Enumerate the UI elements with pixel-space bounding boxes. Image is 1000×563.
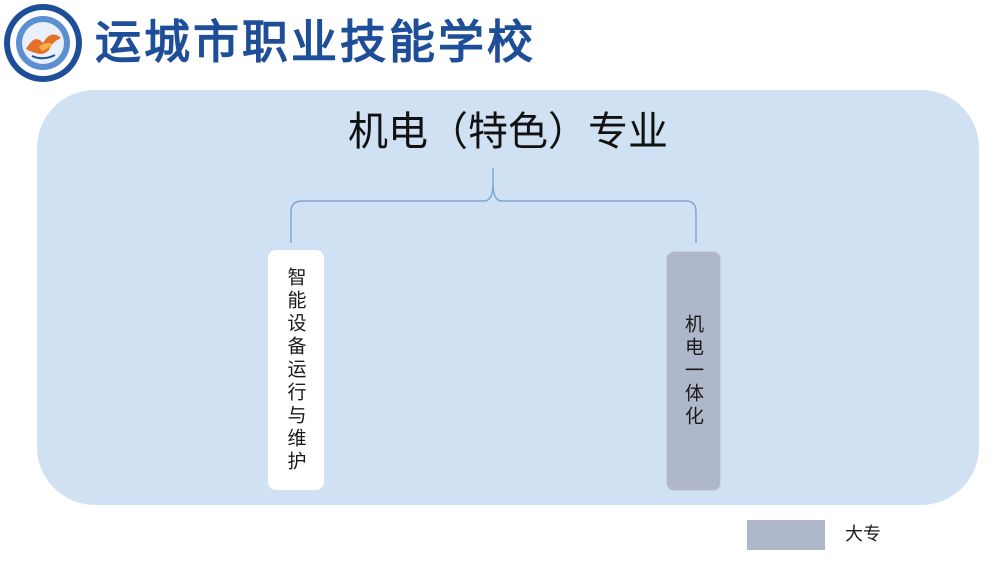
- major-title: 机电（特色）专业: [348, 109, 668, 155]
- school-name: 运城市职业技能学校: [95, 15, 536, 69]
- branch-box-smart-equipment: 智能设备运行与维护: [268, 250, 324, 490]
- diagram-panel: [37, 90, 979, 505]
- school-emblem-icon: [4, 4, 82, 82]
- branch-box-mechatronics: 机电一体化: [666, 251, 721, 491]
- branch-label: 智能设备运行与维护: [284, 266, 307, 474]
- branch-label: 机电一体化: [682, 313, 704, 429]
- legend-label: 大专: [845, 524, 881, 545]
- legend-swatch: [747, 520, 825, 550]
